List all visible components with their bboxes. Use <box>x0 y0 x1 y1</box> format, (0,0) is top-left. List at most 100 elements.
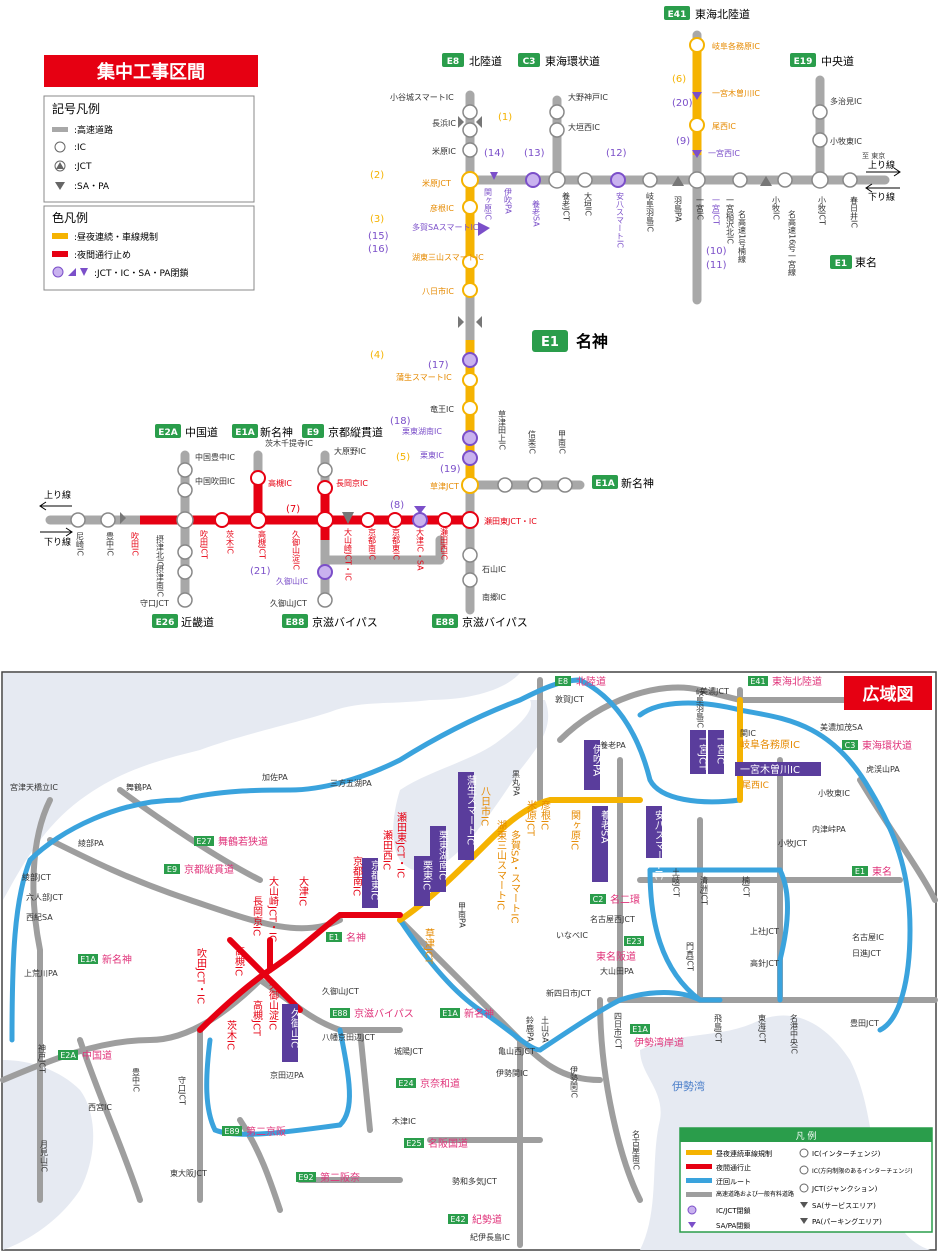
svg-text:(5): (5) <box>396 452 410 463</box>
svg-text:(8): (8) <box>390 500 404 511</box>
svg-text:草津JCT: 草津JCT <box>423 928 435 965</box>
bottom-vertical-labels: 岐阜羽島IC 土岐JCT 清洲JCT 楠JCT 四日市JCT 門真JCT 守口J… <box>38 687 799 1172</box>
svg-text:(14): (14) <box>484 148 505 159</box>
svg-text:上荒川PA: 上荒川PA <box>24 968 58 978</box>
svg-text:高槻JCT: 高槻JCT <box>251 999 263 1037</box>
svg-text:豊田JCT: 豊田JCT <box>850 1018 879 1028</box>
label-ibaraki-sentaiji: 茨木千提寺IC <box>265 438 313 448</box>
legend-orange-label: :昼夜連続・車線規制 <box>74 231 158 243</box>
main-route-code: E1 <box>541 335 559 350</box>
svg-text:中国吹田IC: 中国吹田IC <box>195 476 235 486</box>
svg-text:虎渓山PA: 虎渓山PA <box>866 764 900 774</box>
svg-text:黒丸PA: 黒丸PA <box>512 770 521 796</box>
svg-text:甲南PA: 甲南PA <box>458 902 467 928</box>
svg-text:小牧JCT: 小牧JCT <box>818 196 827 225</box>
svg-text:米原JCT: 米原JCT <box>422 178 451 188</box>
svg-text:東海JCT: 東海JCT <box>758 1013 767 1043</box>
svg-text:(6): (6) <box>672 74 686 85</box>
svg-text:岐阜各務原IC: 岐阜各務原IC <box>740 738 800 751</box>
svg-text:久御山JCT: 久御山JCT <box>270 598 307 608</box>
svg-text:E88: E88 <box>332 1009 347 1018</box>
svg-text:大山田PA: 大山田PA <box>600 966 634 976</box>
shield-e1a-east <box>592 475 618 489</box>
svg-text:八日市IC: 八日市IC <box>422 286 454 296</box>
svg-text:一宮JCT: 一宮JCT <box>712 196 721 225</box>
svg-text:蒲生スマートIC: 蒲生スマートIC <box>396 372 452 382</box>
svg-text:久御山淀IC: 久御山淀IC <box>292 529 301 570</box>
svg-text:岐阜各務原IC: 岐阜各務原IC <box>712 41 760 51</box>
shield-e19 <box>790 53 816 67</box>
shield-c3 <box>518 53 540 67</box>
shield-e1-tomei <box>830 255 852 269</box>
svg-text:一宮IC: 一宮IC <box>715 734 727 764</box>
svg-text:栗東湖南IC: 栗東湖南IC <box>437 830 449 880</box>
shield-e1a-west <box>232 424 258 438</box>
svg-text:(7): (7) <box>286 504 300 515</box>
legend-jct-triangle <box>56 162 64 169</box>
svg-text:昼夜連続車線規制: 昼夜連続車線規制 <box>716 1149 772 1158</box>
dir-east-up: 上り線 <box>868 159 895 171</box>
svg-text:吹田JCT・IC: 吹田JCT・IC <box>195 947 207 1004</box>
svg-text:土山SA: 土山SA <box>541 1015 550 1043</box>
bottom-title-box <box>844 676 932 710</box>
svg-text:尼崎IC: 尼崎IC <box>76 532 85 556</box>
svg-text:北陸道: 北陸道 <box>469 54 502 68</box>
dir-west-down: 下り線 <box>44 536 71 548</box>
svg-text:茨木IC: 茨木IC <box>226 529 235 554</box>
svg-text:名阪国道: 名阪国道 <box>428 1137 468 1150</box>
svg-text:(21): (21) <box>250 566 271 577</box>
svg-text:E2A: E2A <box>158 428 177 438</box>
svg-text:信楽IC: 信楽IC <box>528 429 537 454</box>
svg-text:四日市JCT: 四日市JCT <box>614 1012 623 1049</box>
svg-text:八幡京田辺JCT: 八幡京田辺JCT <box>322 1032 375 1042</box>
svg-text:(2): (2) <box>370 170 384 181</box>
svg-text:竜王IC: 竜王IC <box>430 404 454 414</box>
ic-nodes <box>70 104 858 588</box>
svg-text:吹田JCT: 吹田JCT <box>200 529 209 559</box>
svg-text:小牧東IC: 小牧東IC <box>830 136 862 146</box>
svg-text:茨木IC: 茨木IC <box>225 1019 237 1050</box>
sapa-markers <box>120 116 772 524</box>
svg-text:美濃加茂SA: 美濃加茂SA <box>820 722 863 732</box>
svg-text:大垣IC: 大垣IC <box>584 191 593 216</box>
svg-text:伊吹PA: 伊吹PA <box>504 187 513 214</box>
svg-text:E1A: E1A <box>80 955 96 964</box>
svg-text:瀬田西IC: 瀬田西IC <box>381 830 393 870</box>
svg-text:大津IC・SA: 大津IC・SA <box>416 527 425 571</box>
svg-text:E92: E92 <box>298 1173 313 1182</box>
top-map: 集中工事区間 記号凡例 :高速道路 :IC :JCT :SA・PA 色凡例 :昼… <box>39 6 901 629</box>
svg-text:E1A: E1A <box>442 1009 458 1018</box>
svg-text:京都縦貫道: 京都縦貫道 <box>184 863 234 876</box>
svg-text:加佐PA: 加佐PA <box>262 772 288 782</box>
title-text: 集中工事区間 <box>96 61 205 83</box>
svg-text:門真JCT: 門真JCT <box>686 942 695 971</box>
svg-text:第二京阪: 第二京阪 <box>246 1125 286 1138</box>
svg-text:中国道: 中国道 <box>185 425 218 439</box>
label-ichinomiya-nishi: 一宮西IC <box>708 148 740 158</box>
svg-text:月見山IC: 月見山IC <box>40 1140 49 1172</box>
svg-text:敦賀JCT: 敦賀JCT <box>555 694 584 704</box>
svg-text:C2: C2 <box>593 895 604 904</box>
orange-nodes <box>462 37 705 416</box>
svg-text:八日市IC: 八日市IC <box>479 786 491 826</box>
svg-text:京奈和道: 京奈和道 <box>420 1077 460 1090</box>
svg-text:吹田IC: 吹田IC <box>131 531 140 556</box>
arrow-west-up <box>39 501 72 511</box>
svg-text:飛島JCT: 飛島JCT <box>714 1014 723 1043</box>
svg-text:京滋バイパス: 京滋バイパス <box>354 1007 414 1020</box>
svg-text:羽島PA: 羽島PA <box>674 196 683 222</box>
svg-text:E1: E1 <box>855 867 865 876</box>
svg-text:京都南IC: 京都南IC <box>351 855 363 896</box>
svg-text:東名阪道: 東名阪道 <box>596 950 636 963</box>
svg-text:伊勢湾岸道: 伊勢湾岸道 <box>634 1036 684 1049</box>
svg-text:栗東IC: 栗東IC <box>421 860 433 890</box>
svg-text:大山崎JCT・IC: 大山崎JCT・IC <box>267 875 279 942</box>
svg-text:大垣西IC: 大垣西IC <box>568 122 600 132</box>
svg-text:E1: E1 <box>835 259 847 269</box>
svg-text:宮津天橋立IC: 宮津天橋立IC <box>10 782 58 792</box>
svg-text:摂津南IC: 摂津南IC <box>156 564 165 597</box>
svg-text:石山IC: 石山IC <box>482 564 506 574</box>
svg-text:名二環: 名二環 <box>610 893 640 906</box>
svg-text:鈴鹿PA: 鈴鹿PA <box>526 1015 535 1042</box>
svg-text:東海北陸道: 東海北陸道 <box>772 675 822 688</box>
